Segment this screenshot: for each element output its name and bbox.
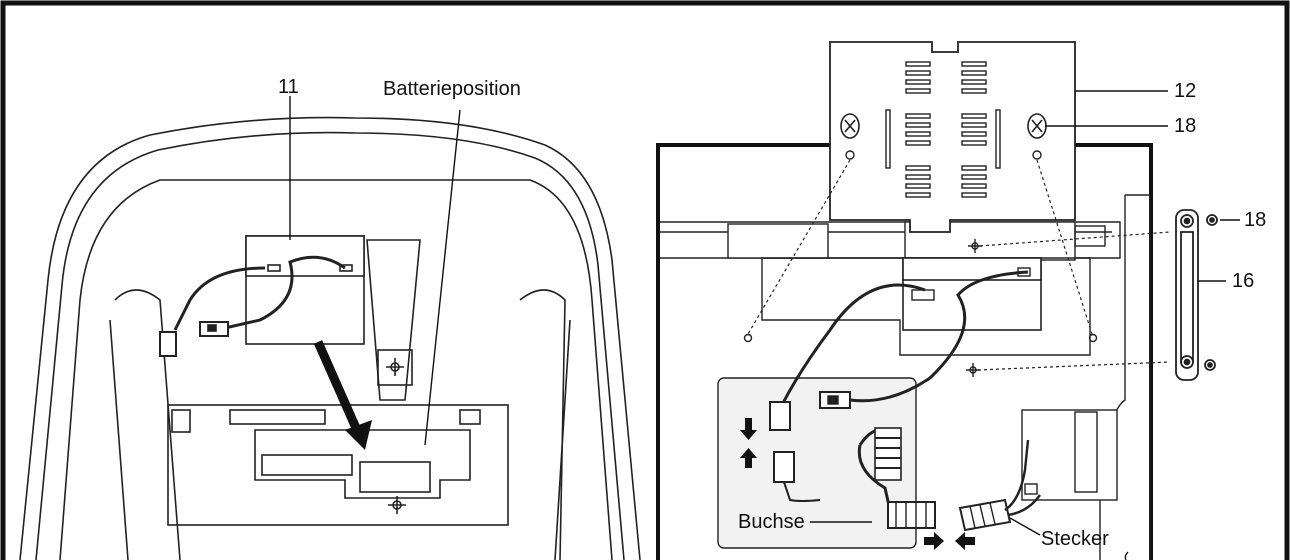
right-view [660,194,1151,560]
callout-11: 11 [278,76,299,98]
cover-plate [829,41,1076,233]
guide-lines [747,159,1171,371]
bracket [1175,209,1218,381]
left-view [19,116,641,560]
callout-12: 12 [1174,80,1197,102]
cover-screws [840,113,1047,139]
connect-arrows [740,418,975,550]
right-leaders [810,90,1240,560]
callout-16: 16 [1232,270,1255,292]
connector-panel [717,377,917,549]
callout-18-right: 18 [1244,209,1267,231]
left-leaders [289,96,461,446]
callout-18-top: 18 [1174,115,1197,137]
plug-label: Stecker [1041,528,1109,550]
battery-position-label: Batterieposition [383,78,521,100]
socket-label: Buchse [738,511,805,533]
insert-arrow [313,340,372,450]
